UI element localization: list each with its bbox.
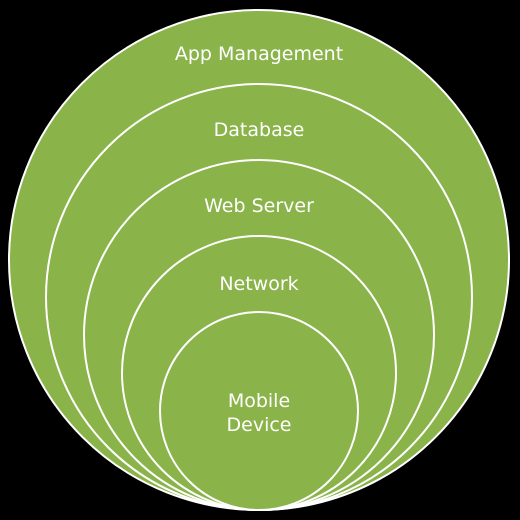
layer-label-database: Database <box>214 119 305 141</box>
layer-label-web-server: Web Server <box>204 195 314 217</box>
layer-label-mobile-device-line1: Mobile <box>228 390 290 412</box>
layer-label-network: Network <box>219 273 298 295</box>
layer-label-mobile-device-line2: Device <box>227 414 292 436</box>
layer-label-app-management: App Management <box>175 43 343 65</box>
layer-circle-mobile-device <box>159 311 359 511</box>
